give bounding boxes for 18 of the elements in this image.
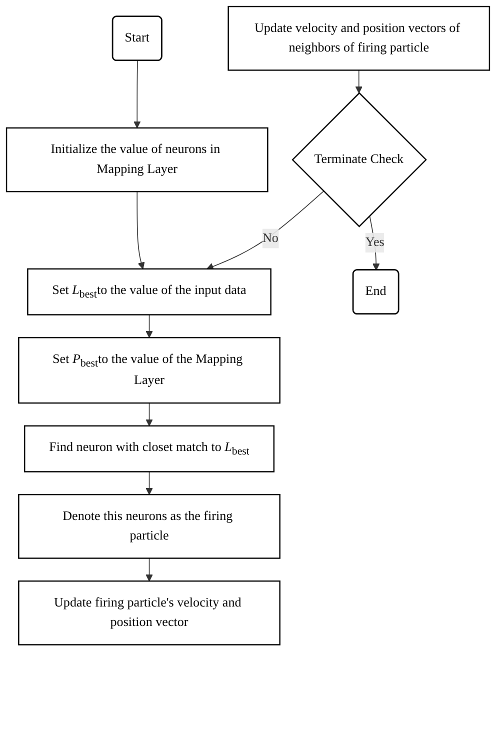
- node-box: Set P$_{best}$to the value of the Mapping Layer: [18, 336, 280, 404]
- arrow: [134, 60, 141, 128]
- node-box: Initialize the value of neurons in Mapping Layer: [6, 127, 268, 192]
- node-box: Find neuron with closet match to L$_{best}$: [24, 425, 275, 472]
- node-box: Set L$_{best}$to the value of the input data: [27, 268, 272, 316]
- arrow: [206, 190, 324, 270]
- arrow: [146, 314, 153, 338]
- node-box: Update velocity and position vectors of neighbors of firing particle: [228, 6, 490, 71]
- arrow: [355, 70, 362, 94]
- arrow: [136, 191, 145, 270]
- arrow: [146, 402, 153, 426]
- edge-label: Yes: [365, 235, 384, 250]
- edge-label: No: [262, 231, 278, 246]
- node-diamond: Terminate Check: [292, 92, 427, 228]
- node-box: Denote this neurons as the firing particle: [18, 494, 280, 559]
- arrow: [146, 471, 153, 495]
- arrow: [146, 558, 153, 582]
- node-box: Update firing particle's velocity and position vector: [18, 580, 280, 646]
